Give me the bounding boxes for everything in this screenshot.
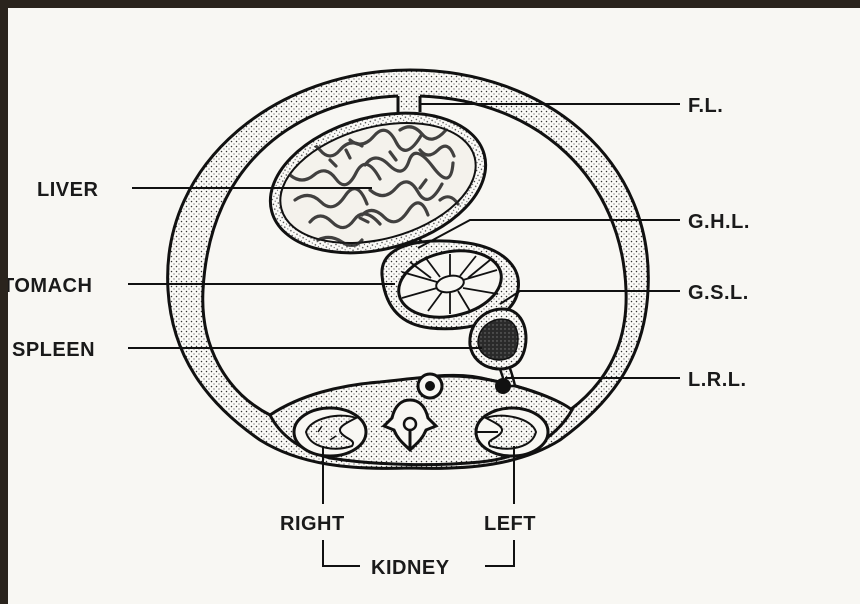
label-spleen: SPLEEN (12, 339, 95, 361)
label-stomach: TOMACH (8, 275, 92, 297)
right-kidney (294, 408, 366, 456)
diagram-page: F.L. LIVER G.H.L. TOMACH G.S.L. SPLEEN L… (8, 8, 860, 604)
splenic-vessel (495, 378, 511, 394)
spleen (470, 309, 526, 369)
label-ghl: G.H.L. (688, 211, 750, 233)
aorta (418, 374, 442, 398)
label-liver: LIVER (37, 179, 98, 201)
label-fl: F.L. (688, 95, 723, 117)
left-kidney (476, 408, 548, 456)
label-gsl: G.S.L. (688, 282, 749, 304)
label-kidney: KIDNEY (371, 557, 450, 579)
label-right: RIGHT (280, 513, 345, 535)
falciform-ligament (398, 92, 420, 110)
label-lrl: L.R.L. (688, 369, 747, 391)
label-left: LEFT (484, 513, 536, 535)
anatomy-diagram: F.L. LIVER G.H.L. TOMACH G.S.L. SPLEEN L… (8, 8, 860, 604)
